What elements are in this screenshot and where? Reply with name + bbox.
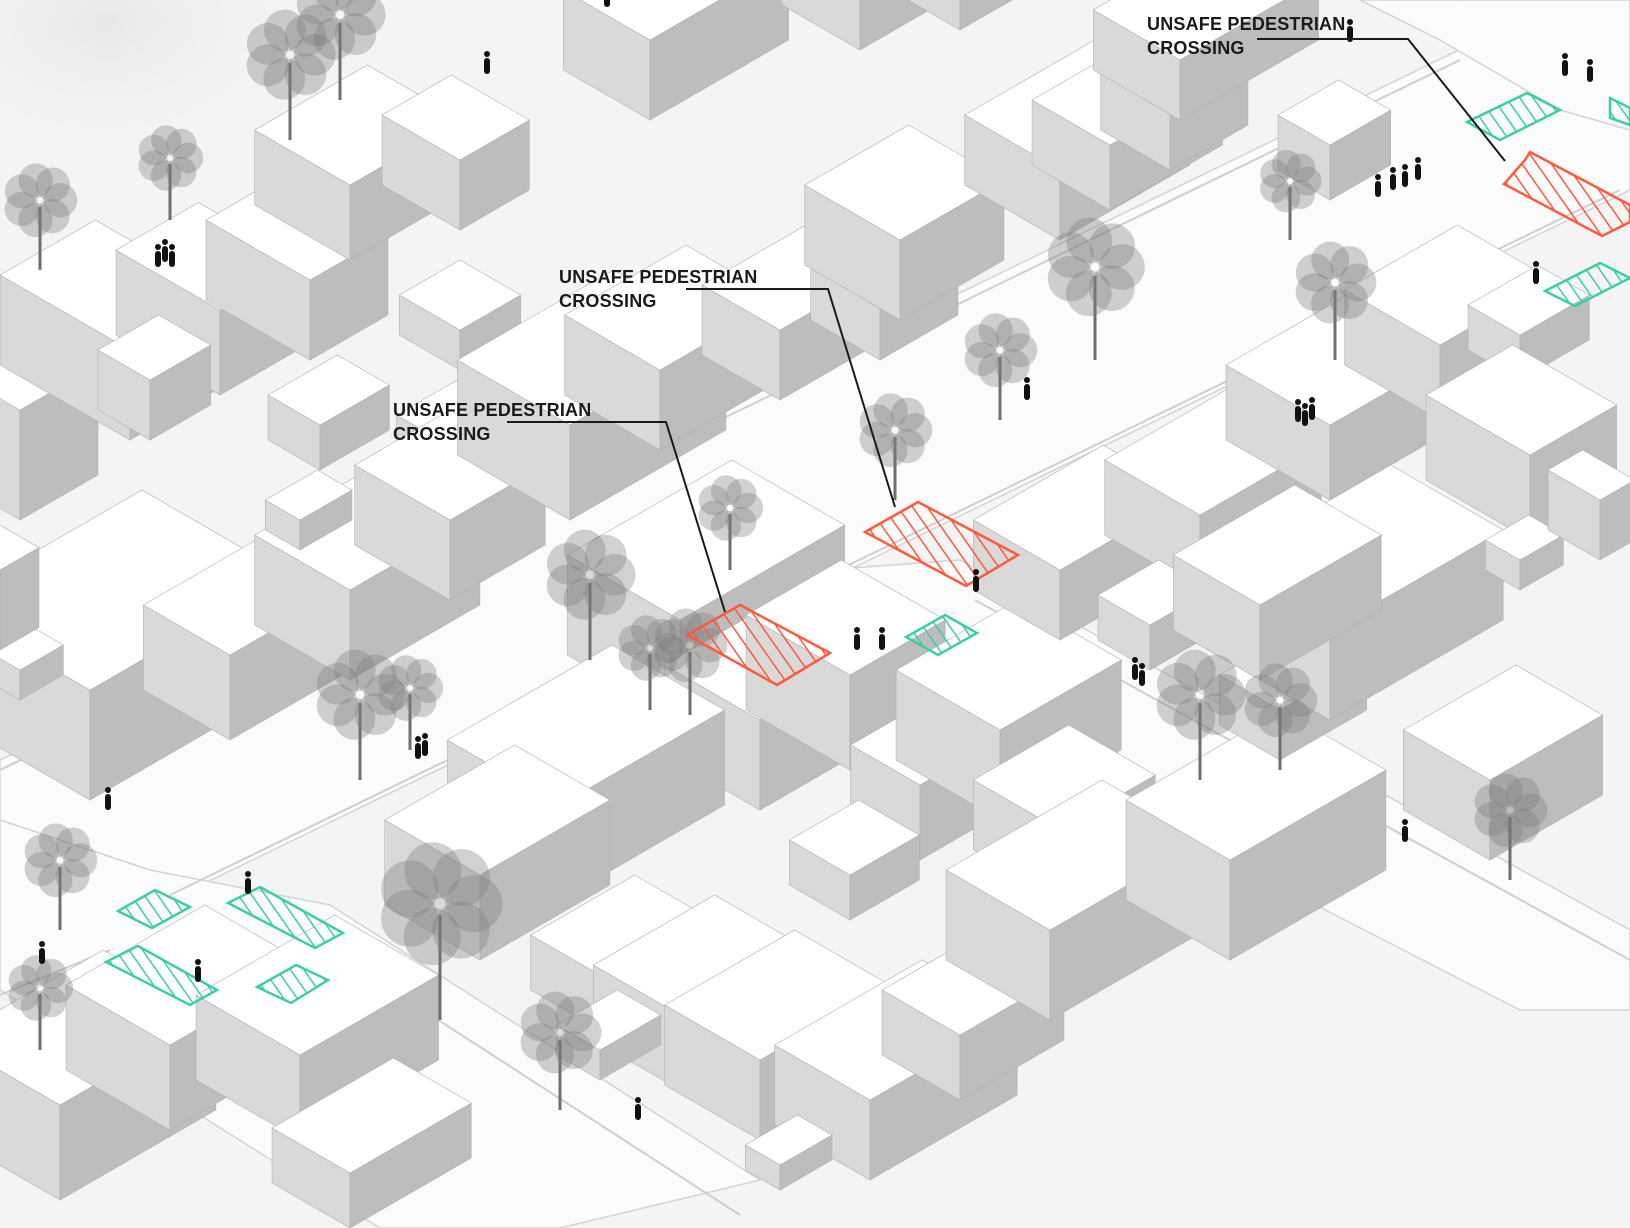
pedestrian-icon: [1132, 657, 1138, 680]
pedestrian-icon: [245, 871, 251, 894]
pedestrian-icon: [635, 1097, 641, 1120]
pedestrian-icon: [422, 733, 428, 756]
callout-unsafe-crossing-center-upper: UNSAFE PEDESTRIAN CROSSING: [559, 265, 757, 313]
pedestrian-icon: [195, 959, 201, 982]
callout-line-2: CROSSING: [1147, 36, 1345, 60]
callout-line-1: UNSAFE PEDESTRIAN: [1147, 12, 1345, 36]
pedestrian-icon: [1562, 53, 1568, 76]
pedestrian-icon: [1024, 377, 1030, 400]
pedestrian-icon: [1309, 397, 1315, 420]
callout-line-2: CROSSING: [559, 289, 757, 313]
pedestrian-icon: [155, 244, 161, 267]
pedestrian-icon: [879, 627, 885, 650]
pedestrian-icon: [1295, 399, 1301, 422]
pedestrian-icon: [1402, 164, 1408, 187]
callout-line-1: UNSAFE PEDESTRIAN: [393, 398, 591, 422]
pedestrian-icon: [854, 627, 860, 650]
callout-unsafe-crossing-top-right: UNSAFE PEDESTRIAN CROSSING: [1147, 12, 1345, 60]
pedestrian-icon: [973, 569, 979, 592]
pedestrian-icon: [1390, 167, 1396, 190]
callout-line-1: UNSAFE PEDESTRIAN: [559, 265, 757, 289]
pedestrian-icon: [1139, 663, 1145, 686]
pedestrian-icon: [1375, 174, 1381, 197]
pedestrian-icon: [105, 787, 111, 810]
pedestrian-icon: [484, 51, 490, 74]
pedestrian-icon: [162, 239, 168, 262]
callout-line-2: CROSSING: [393, 422, 591, 446]
pedestrian-icon: [604, 0, 610, 7]
pedestrian-icon: [1587, 59, 1593, 82]
callout-unsafe-crossing-center-lower: UNSAFE PEDESTRIAN CROSSING: [393, 398, 591, 446]
pedestrian-icon: [1533, 261, 1539, 284]
pedestrian-icon: [415, 736, 421, 759]
pedestrian-icon: [1302, 403, 1308, 426]
pedestrian-icon: [169, 244, 175, 267]
pedestrian-icon: [39, 941, 45, 964]
pedestrian-icon: [1415, 157, 1421, 180]
pedestrian-icon: [1402, 819, 1408, 842]
